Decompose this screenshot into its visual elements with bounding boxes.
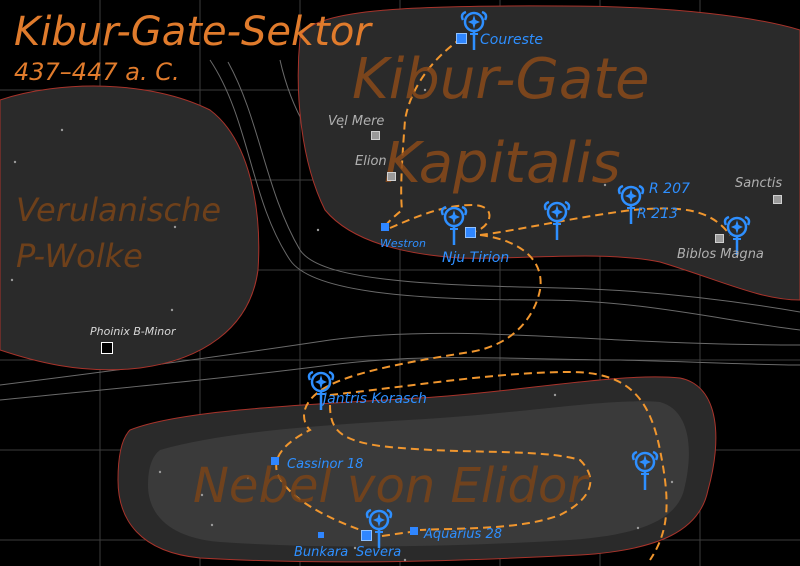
system-marker-nju-tirion[interactable]: [465, 227, 476, 238]
region-kibur-gate: [297, 5, 800, 301]
system-marker-cassinor[interactable]: [271, 457, 279, 465]
system-label-coureste[interactable]: Coureste: [480, 32, 543, 48]
system-marker-bunkara[interactable]: [318, 532, 324, 538]
system-label-vel-mere[interactable]: Vel Mere: [328, 114, 385, 129]
system-label-severa[interactable]: Severa: [356, 545, 402, 560]
system-label-phoinix[interactable]: Phoinix B-Minor: [90, 325, 176, 338]
region-label-verulanische: Verulanische: [16, 191, 222, 229]
system-label-bunkara[interactable]: Bunkara: [294, 545, 349, 560]
system-marker-aquarius[interactable]: [410, 527, 418, 535]
region-label-kibur-gate: Kibur-Gate: [352, 47, 650, 112]
region-nebel-core: [148, 401, 689, 547]
system-marker-biblos-magna[interactable]: [715, 234, 724, 243]
system-label-nju-tirion[interactable]: Nju Tirion: [442, 250, 510, 266]
system-label-r213[interactable]: R 213: [637, 206, 678, 222]
system-marker-severa[interactable]: [361, 530, 372, 541]
region-label-nebel: Nebel von Elidor: [193, 458, 588, 514]
system-marker-elion[interactable]: [387, 172, 396, 181]
system-label-cassinor[interactable]: Cassinor 18: [287, 457, 364, 472]
region-verulanische: [0, 85, 260, 371]
travel-routes: [275, 37, 731, 561]
system-label-jantris[interactable]: Jantris Korasch: [323, 391, 427, 407]
system-marker-sanctis[interactable]: [773, 195, 782, 204]
region-label-p-wolke: P-Wolke: [16, 237, 143, 275]
system-marker-coureste[interactable]: [456, 33, 467, 44]
system-label-sanctis[interactable]: Sanctis: [735, 176, 783, 191]
system-label-westron[interactable]: Westron: [380, 237, 426, 250]
map-subtitle: 437–447 a. C.: [14, 58, 180, 86]
system-label-aquarius[interactable]: Aquarius 28: [424, 527, 502, 542]
background-stars: [10, 88, 674, 562]
map-title: Kibur-Gate-Sektor: [14, 9, 371, 55]
system-marker-westron[interactable]: [381, 223, 389, 231]
system-label-r207[interactable]: R 207: [649, 181, 690, 197]
system-label-elion[interactable]: Elion: [355, 154, 387, 169]
system-label-biblos-magna[interactable]: Biblos Magna: [677, 247, 764, 262]
system-marker-phoinix[interactable]: [101, 342, 113, 354]
region-label-kapitalis: Kapitalis: [384, 131, 621, 196]
system-marker-vel-mere[interactable]: [371, 131, 380, 140]
